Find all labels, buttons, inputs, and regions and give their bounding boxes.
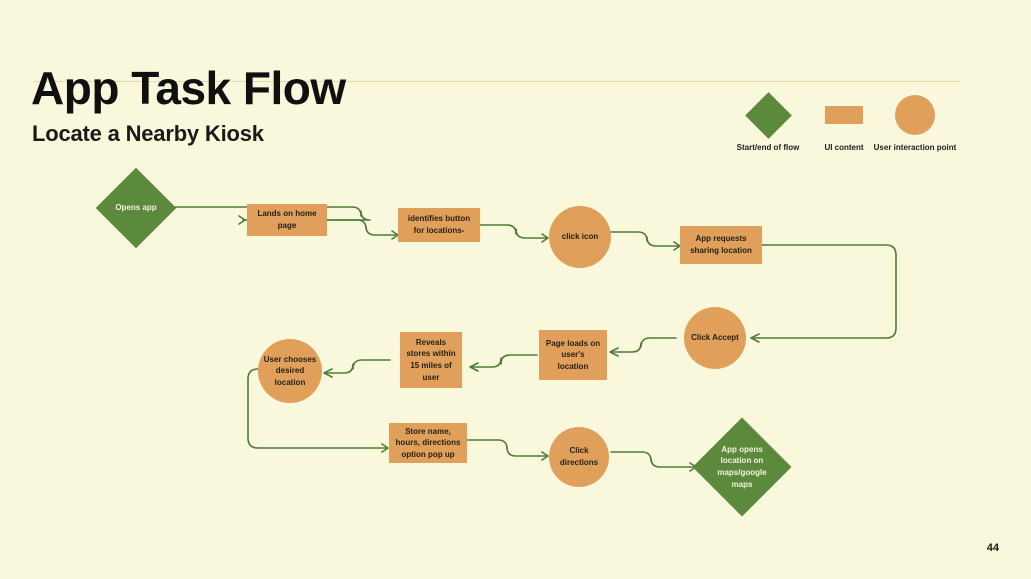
legend-swatch-circle-wrap: [875, 92, 955, 140]
page-title: App Task Flow: [31, 62, 346, 114]
flow-node-label: Lands on home page: [257, 209, 317, 230]
flow-node-opens-app[interactable]: Opens app: [95, 167, 177, 249]
flow-node-click-icon[interactable]: click icon: [549, 206, 611, 268]
flow-node-label: User chooses desired location: [263, 354, 317, 387]
legend-label-user-interaction: User interaction point: [873, 143, 957, 152]
flow-node-click-directions[interactable]: Click directions: [549, 427, 609, 487]
connector-app-requests-to-click-accept: [752, 244, 897, 339]
legend-item-ui-content: UI content: [804, 92, 884, 160]
diamond-icon: [744, 91, 792, 139]
flow-node-label: Click Accept: [691, 333, 739, 343]
flow-node-reveals-stores-within-15-miles[interactable]: Reveals stores within 15 miles of user: [400, 332, 462, 388]
arrowhead-3: [541, 233, 549, 243]
flow-node-label: Store name, hours, directions option pop…: [395, 426, 461, 459]
arrowhead-5: [750, 333, 760, 343]
arrowhead-10: [541, 451, 549, 461]
legend: Start/end of flow UI content User intera…: [728, 91, 968, 160]
flow-node-label: Click directions: [559, 446, 599, 467]
flow-node-label: click icon: [561, 232, 599, 242]
arrowhead-9: [381, 443, 389, 453]
connector-reveals-to-user-chooses: [325, 359, 391, 374]
arrowhead-8: [323, 368, 333, 378]
flow-node-lands-on-home-page[interactable]: Lands on home page: [247, 204, 327, 236]
connector-home-to-identifies: [326, 219, 397, 236]
arrowhead-6: [609, 347, 619, 357]
rectangle-icon: [825, 106, 863, 124]
legend-swatch-rect-wrap: [804, 92, 884, 140]
flow-node-app-opens-location-on-maps[interactable]: App opens location on maps/google maps: [690, 412, 794, 522]
flow-node-label: Opens app: [115, 203, 157, 213]
flow-node-label: App opens location on maps/google maps: [717, 444, 767, 489]
legend-swatch-diamond-wrap: [728, 91, 808, 140]
page-subtitle: Locate a Nearby Kiosk: [32, 121, 264, 146]
flow-node-label: identifies button for locations-: [407, 214, 471, 235]
arrowhead-7: [469, 362, 479, 372]
connector-click-icon-to-app-requests: [610, 231, 679, 247]
connector-identifies-to-click-icon: [479, 224, 547, 239]
flow-node-identifies-button-for-locations[interactable]: identifies button for locations-: [398, 208, 480, 242]
flow-node-app-requests-sharing-location[interactable]: App requests sharing location: [680, 226, 762, 264]
flow-node-label: Page loads on user's location: [545, 338, 601, 371]
legend-label-start-end: Start/end of flow: [736, 143, 800, 152]
legend-label-ui-content: UI content: [824, 143, 864, 152]
flow-node-page-loads-on-users-location[interactable]: Page loads on user's location: [539, 330, 607, 380]
flow-node-label: Reveals stores within 15 miles of user: [406, 337, 456, 382]
circle-icon: [895, 95, 935, 135]
flow-node-label: App requests sharing location: [690, 234, 752, 255]
arrowhead-1: [238, 215, 246, 225]
legend-item-start-end: Start/end of flow: [728, 91, 808, 160]
page-number: 44: [986, 542, 999, 554]
legend-item-user-interaction: User interaction point: [873, 92, 957, 160]
flow-node-click-accept[interactable]: Click Accept: [684, 307, 746, 369]
connector-click-directions-to-maps: [610, 451, 695, 468]
connector-click-accept-to-page-loads: [611, 337, 677, 353]
header-divider: [33, 81, 960, 82]
flow-node-user-chooses-desired-location[interactable]: User chooses desired location: [258, 339, 322, 403]
flow-node-store-name-hours-directions-popup[interactable]: Store name, hours, directions option pop…: [389, 423, 467, 463]
connector-page-loads-to-reveals: [471, 354, 538, 368]
connector-store-name-to-click-directions: [465, 439, 547, 457]
